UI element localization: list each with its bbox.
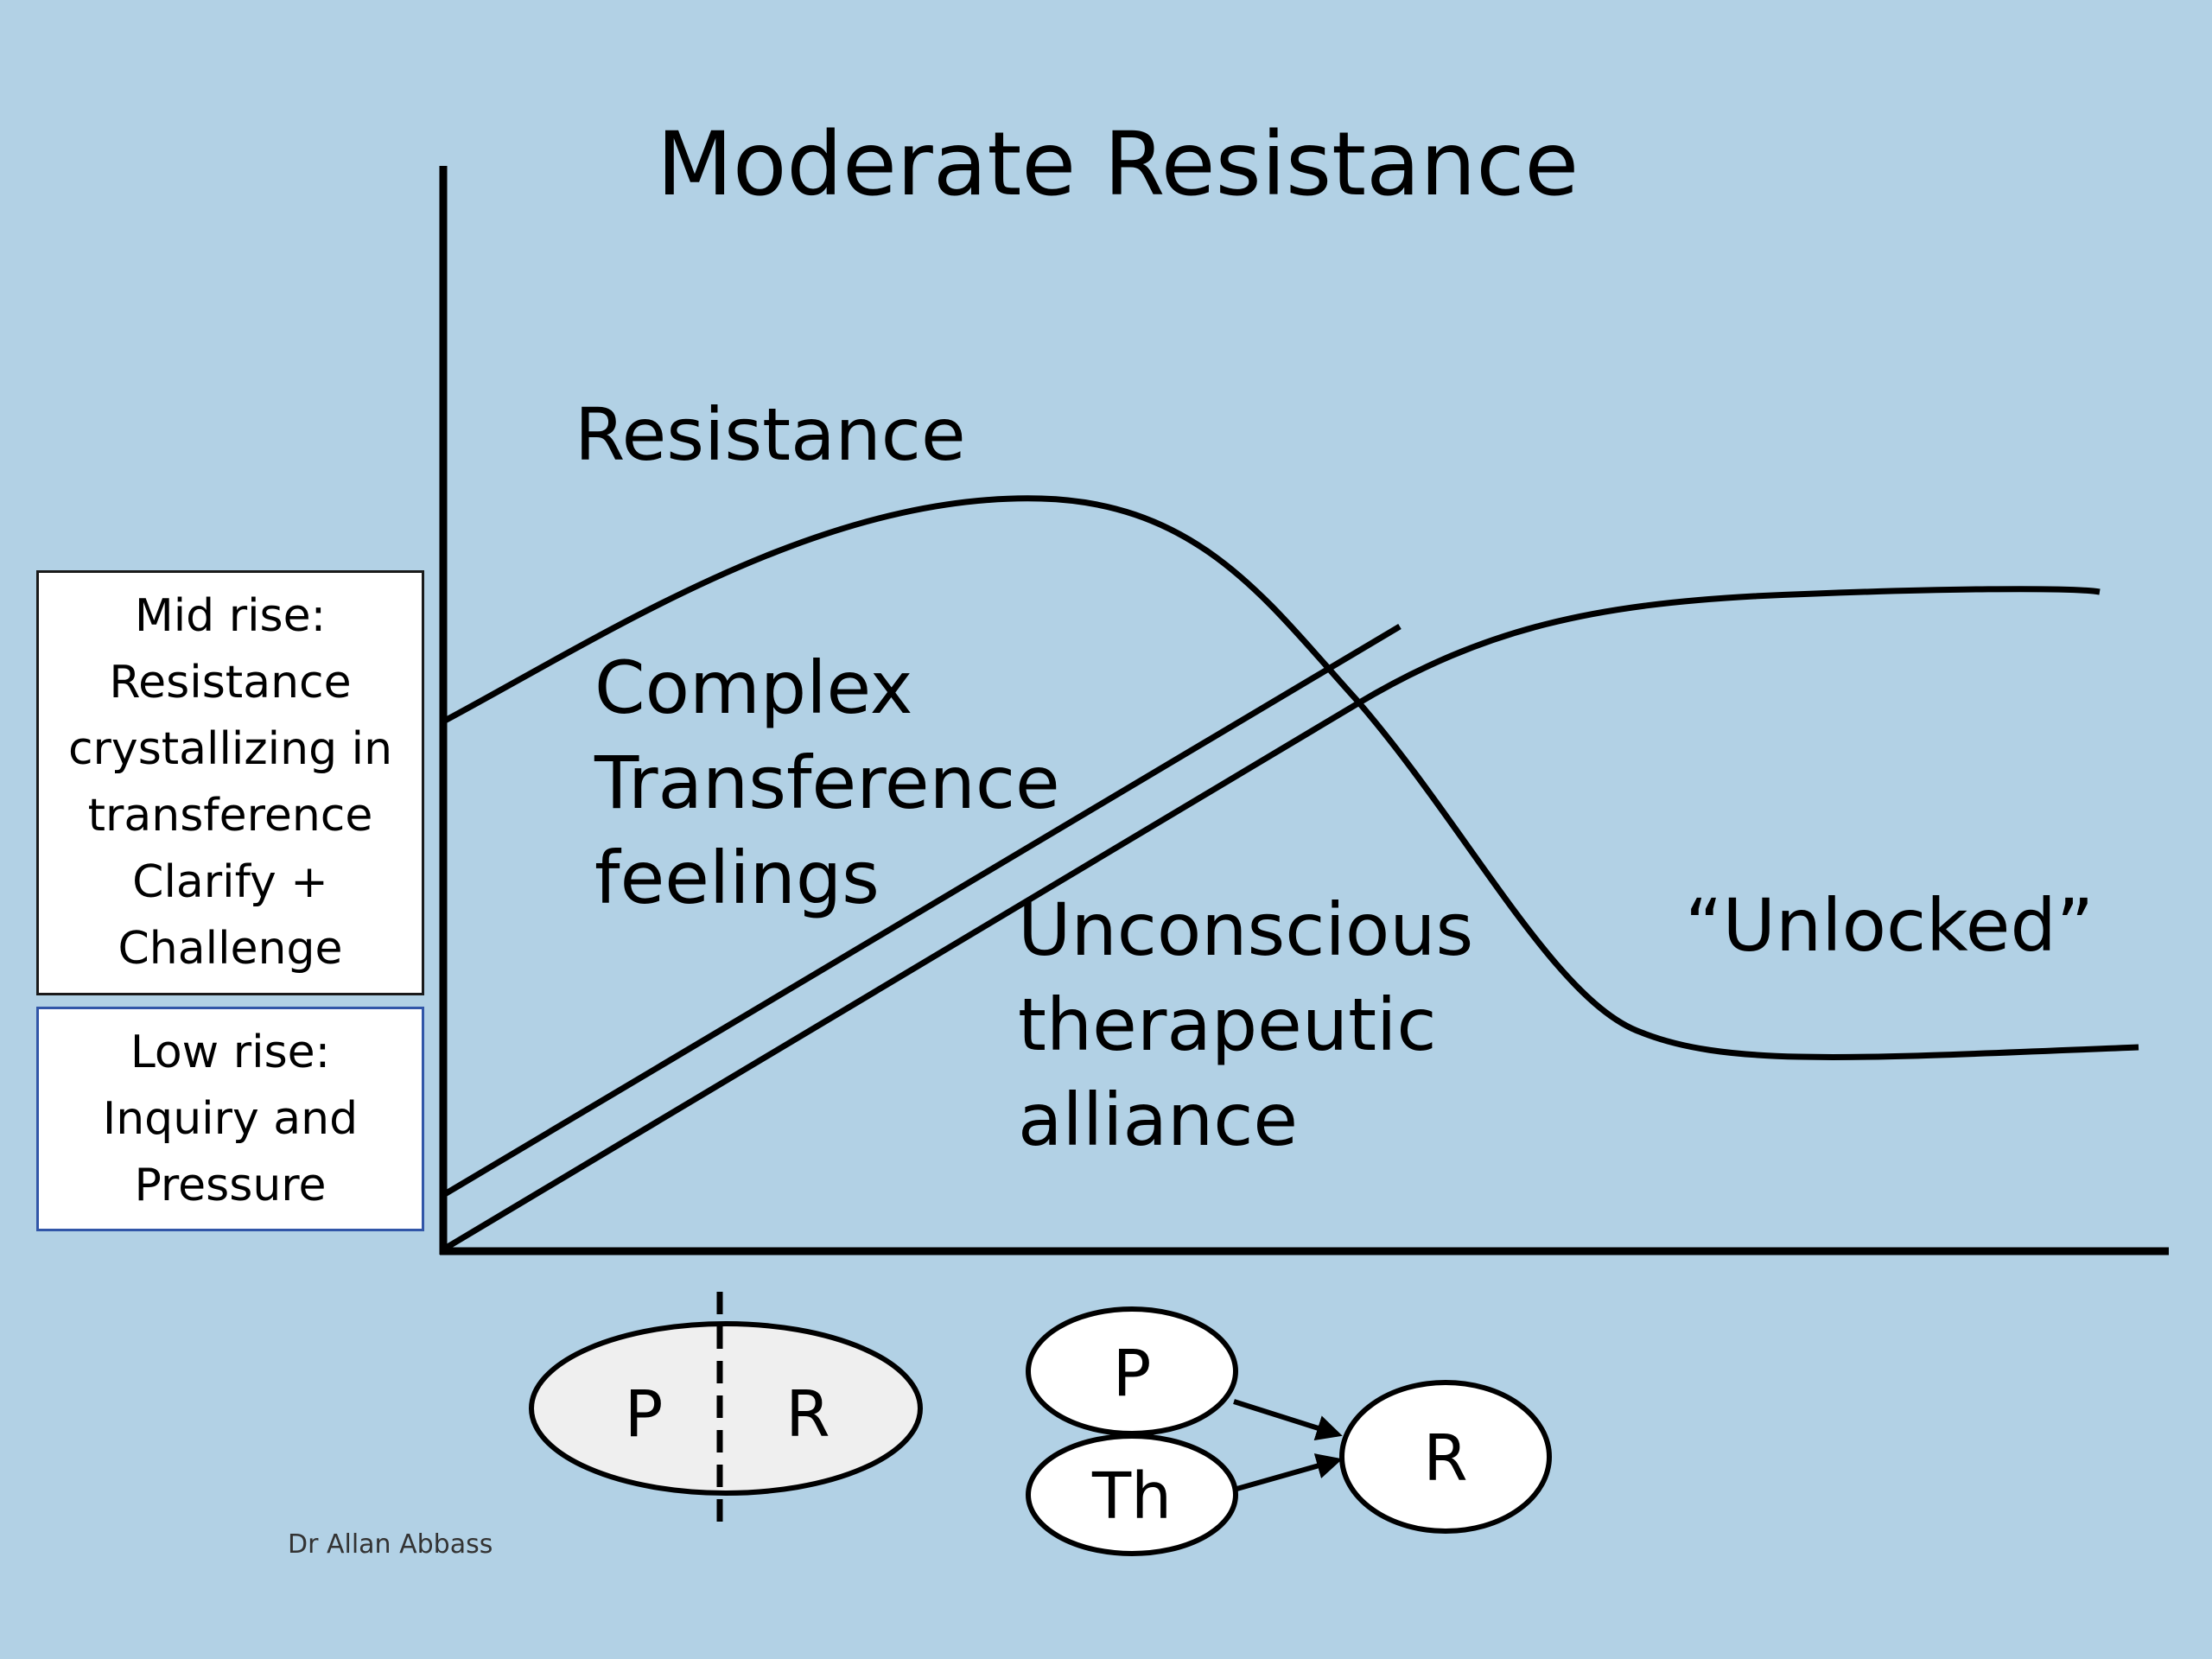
complex-label-line-2: Transference	[594, 741, 1060, 825]
p-to-r-arrow	[1233, 1399, 1343, 1441]
th-node	[1026, 1433, 1238, 1556]
complex-transference-line	[442, 623, 1402, 1198]
ellipse-left-letter: P	[625, 1377, 664, 1452]
unconscious-label-line-3: alliance	[1018, 1077, 1298, 1162]
resistance-label: Resistance	[575, 392, 966, 477]
th-node-label: Th	[1091, 1459, 1172, 1534]
th-to-r-arrow	[1233, 1453, 1343, 1492]
chart-title: Moderate Resistance	[657, 113, 1579, 216]
low-rise-line-3: Pressure	[134, 1159, 327, 1211]
low-rise-line-1: Low rise:	[130, 1026, 331, 1078]
r-node-label: R	[1423, 1421, 1467, 1496]
low-rise-line-2: Inquiry and	[102, 1092, 359, 1145]
pr-ellipse	[529, 1321, 923, 1496]
unconscious-label-line-2: therapeutic	[1018, 982, 1437, 1067]
unconscious-label-line-1: Unconscious	[1018, 887, 1473, 972]
p-node-label: P	[1113, 1337, 1152, 1411]
mid-rise-line-4: transference	[87, 790, 373, 842]
unlocked-label: “Unlocked”	[1685, 883, 2094, 968]
mid-rise-line-1: Mid rise:	[134, 590, 327, 642]
ellipse-right-letter: R	[785, 1377, 830, 1452]
mid-rise-line-2: Resistance	[109, 657, 352, 709]
low-rise-box: Low rise: Inquiry and Pressure	[36, 1007, 424, 1231]
complex-label-line-3: feelings	[594, 836, 880, 920]
mid-rise-line-5: Clarify +	[132, 856, 328, 908]
mid-rise-line-6: Challenge	[118, 923, 343, 975]
mid-rise-line-3: crystallizing in	[67, 723, 393, 775]
author-credit: Dr Allan Abbass	[288, 1529, 493, 1560]
complex-label-line-1: Complex	[594, 645, 912, 730]
mid-rise-box: Mid rise: Resistance crystallizing in tr…	[36, 570, 424, 995]
unconscious-alliance-curve	[442, 586, 2101, 1253]
resistance-curve	[442, 495, 2139, 1060]
